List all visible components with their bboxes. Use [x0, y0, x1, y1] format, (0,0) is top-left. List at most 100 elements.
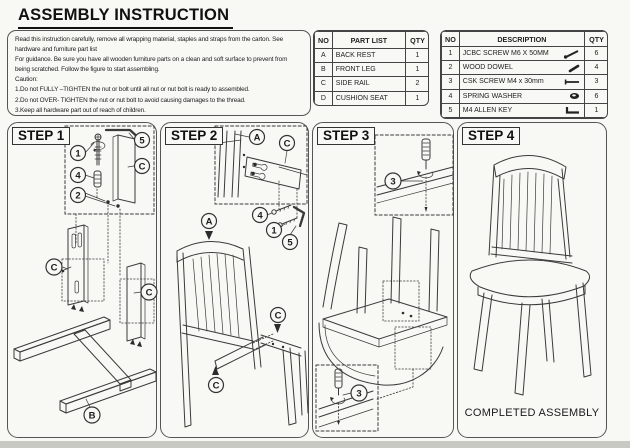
svg-text:2: 2 [75, 191, 80, 202]
intro-line: 2.Do not OVER- TIGHTEN the nut or nut bo… [15, 96, 246, 104]
table-row: 5 M4 ALLEN KEY 1 [441, 102, 607, 118]
svg-text:3: 3 [356, 389, 361, 400]
side-rail-detail [112, 134, 136, 204]
step2-diagram: A C 4 1 5 A C [176, 125, 309, 428]
long-screw-icon [563, 50, 579, 59]
callout-2: 2 [69, 186, 116, 207]
col-header-qty: QTY [405, 31, 428, 49]
table-row: B FRONT LEG 1 [314, 62, 428, 78]
back-rest [176, 240, 262, 428]
part-list-header-row: NO PART LIST QTY [314, 31, 428, 49]
step3-diagram: 3 [315, 134, 454, 432]
callout-c-right: C [269, 306, 287, 333]
callout-c-detail: C [278, 134, 296, 164]
intro-line: For guidance. Be sure you have all woode… [15, 56, 288, 64]
svg-text:4: 4 [75, 171, 81, 182]
svg-text:C: C [51, 263, 58, 274]
hw-no: 4 [441, 88, 460, 104]
svg-text:1: 1 [75, 149, 81, 160]
table-row: A BACK REST 1 [314, 47, 428, 64]
hw-no: 2 [441, 60, 460, 76]
right-side-rail [126, 262, 146, 347]
hw-description: JCBC SCREW M6 X 50MM [462, 50, 549, 58]
hw-qty: 6 [584, 88, 607, 104]
wood-dowel-detail [93, 170, 102, 200]
allen-key-icon [565, 107, 579, 114]
callout-a: A [200, 212, 218, 240]
intro-line: Read this instruction carefully, remove … [15, 36, 284, 43]
callout-c-right: C [133, 283, 158, 301]
part-qty: 1 [405, 90, 428, 105]
step1-panel: STEP 1 [7, 122, 158, 438]
part-no: A [314, 47, 333, 64]
hw-qty: 1 [584, 102, 607, 118]
step2-panel: STEP 2 A C 4 1 [160, 122, 309, 438]
svg-text:B: B [89, 411, 96, 422]
completed-assembly-caption: COMPLETED ASSEMBLY [464, 407, 600, 419]
col-header-description: DESCRIPTION [458, 31, 586, 47]
svg-text:3: 3 [390, 177, 395, 188]
callout-3-top: 3 [384, 172, 424, 190]
step1-label: STEP 1 [12, 127, 71, 145]
hw-no: 3 [441, 74, 460, 90]
part-name: SIDE RAIL [331, 76, 407, 92]
svg-text:C: C [275, 311, 282, 322]
part-name: BACK REST [331, 47, 407, 64]
step4-label: STEP 4 [462, 127, 521, 145]
callout-4: 4 [251, 206, 273, 224]
part-qty: 2 [405, 76, 428, 92]
callout-4: 4 [69, 166, 95, 184]
flat-screw-icon [564, 79, 579, 85]
part-no: C [314, 76, 333, 92]
intro-line: 3.Keep all hardware part out of reach of… [15, 106, 146, 114]
wood-dowel-icon [568, 64, 580, 73]
allen-key-detail [292, 205, 306, 228]
callout-1: 1 [265, 221, 286, 239]
table-row: 3 CSK SCREW M4 x 30mm 3 [441, 74, 607, 90]
col-header-qty: QTY [584, 31, 607, 47]
svg-text:C: C [146, 288, 153, 299]
hardware-header-row: NO DESCRIPTION QTY [441, 31, 607, 47]
callout-3-bottom: 3 [342, 384, 368, 402]
callout-b: B [83, 398, 101, 424]
step4-diagram completed-chair [469, 155, 592, 396]
completed-chair [469, 155, 592, 396]
step3-label: STEP 3 [317, 127, 376, 145]
hardware-list-table: NO DESCRIPTION QTY 1 JCBC SCREW M6 X 50M… [440, 30, 608, 119]
callout-a-detail: A [234, 128, 266, 146]
svg-text:C: C [139, 162, 146, 173]
col-header-no: NO [314, 31, 333, 49]
table-row: 2 WOOD DOWEL 4 [441, 60, 607, 76]
step3-panel: STEP 3 3 [312, 122, 454, 438]
callout-5: 5 [281, 225, 299, 251]
screwdriver-bottom-detail [318, 368, 374, 428]
col-header-part-list: PART LIST [331, 31, 407, 49]
part-list-table: NO PART LIST QTY A BACK REST 1 B FRONT L… [313, 30, 429, 106]
scan-edge-shadow [0, 441, 630, 448]
intro-line: hardware and furniture part list [15, 46, 97, 54]
hw-qty: 3 [584, 74, 607, 90]
svg-text:C: C [284, 139, 291, 150]
hw-description: CSK SCREW M4 x 30mm [462, 78, 544, 86]
hw-description: WOOD DOWEL [462, 64, 513, 72]
table-row: C SIDE RAIL 2 [314, 76, 428, 92]
svg-text:5: 5 [139, 136, 145, 147]
rail-plate-detail [244, 156, 308, 220]
callout-1: 1 [69, 142, 95, 162]
intro-line: 1.Do not FULLY –TIGHTEN the nut or bolt … [15, 86, 250, 94]
svg-text:4: 4 [257, 211, 263, 222]
spring-washer-icon [569, 93, 580, 100]
step2-label: STEP 2 [165, 127, 224, 145]
part-name: FRONT LEG [331, 62, 407, 78]
hw-no: 1 [441, 45, 460, 62]
part-no: B [314, 62, 333, 78]
bolt-detail [90, 133, 106, 166]
svg-text:A: A [254, 133, 261, 144]
intro-line: being scratched. Follow the figure to st… [15, 66, 160, 74]
table-row: 1 JCBC SCREW M6 X 50MM 6 [441, 45, 607, 62]
screwdriver-top-detail [376, 138, 454, 212]
col-header-no: NO [441, 31, 460, 47]
callout-5: 5 [128, 131, 151, 149]
intro-line: Caution: [15, 76, 38, 84]
